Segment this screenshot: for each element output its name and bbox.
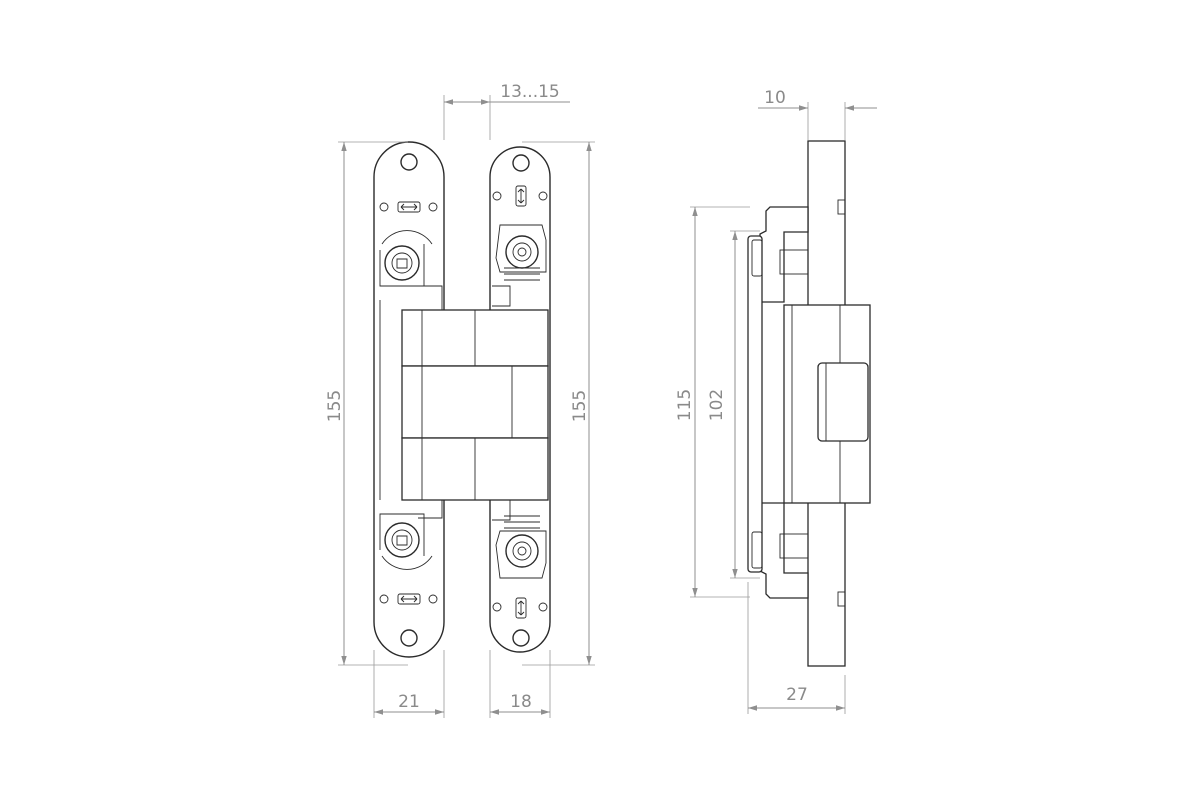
right-bottom-adjust-screw-icon [495,515,547,579]
dimension-right-width: 18 [489,650,551,718]
right-leaf [489,146,551,653]
left-top-cam-screw-icon [379,230,433,287]
hinge-side-view [747,140,871,667]
dim-gap-label: 13...15 [500,82,559,102]
dimension-side-body-height: 115 [675,206,750,598]
left-bottom-cam-screw-icon [379,513,433,570]
dim-right-height-label: 155 [570,390,590,422]
right-bottom-screw-hole [512,629,530,647]
dim-left-width-label: 21 [398,692,420,712]
hinge-body-front [401,309,549,501]
side-housing-top [759,206,809,303]
dim-side-depth-label: 27 [786,685,808,705]
left-leaf [373,141,445,658]
left-leaf-outline [373,141,445,658]
right-top-adjust-screw-icon [495,224,547,281]
dim-side-inner-height-label: 102 [707,389,727,421]
left-bottom-adjust-arrow-icon [397,593,421,605]
left-top-adjust-arrow-icon [397,201,421,213]
right-leaf-outline [489,146,551,653]
dimension-left-height: 155 [325,141,408,666]
dimension-right-height: 155 [522,141,595,666]
dim-left-height-label: 155 [325,390,345,422]
right-top-adjust-arrow-icon [515,185,527,207]
right-bottom-adjust-arrow-icon [515,597,527,619]
dimension-left-width: 21 [373,650,445,718]
dimension-side-depth: 27 [747,582,846,714]
dim-side-thickness-label: 10 [764,88,786,108]
left-top-screw-hole [400,153,418,171]
right-top-screw-hole [512,154,530,172]
dimension-side-inner-height: 102 [707,230,760,579]
left-bottom-screw-hole [400,629,418,647]
dim-side-body-height-label: 115 [675,389,695,421]
dim-right-width-label: 18 [510,692,532,712]
side-housing-bottom [759,502,809,599]
dimension-gap: 13...15 [443,82,570,140]
dimension-side-thickness: 10 [758,88,877,140]
